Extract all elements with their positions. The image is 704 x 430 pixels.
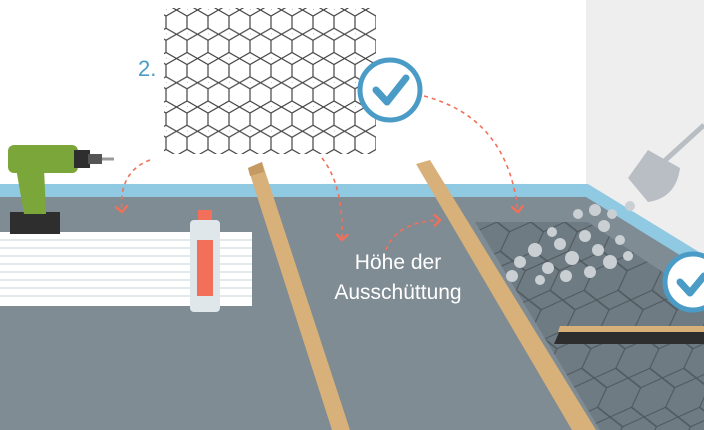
arrow-mesh-to-batten (321, 157, 342, 240)
arrows (122, 95, 518, 251)
fill-height-caption: Höhe der Ausschüttung (308, 248, 488, 308)
check-badge-icon-2 (662, 251, 704, 313)
batten-left-top (248, 162, 264, 176)
leveling-rail-top (558, 326, 704, 332)
leveling-rail (554, 330, 704, 344)
adhesive-bottle-icon (190, 210, 220, 312)
arrow-check-to-fill (423, 95, 518, 212)
check-badge-icon (357, 57, 423, 123)
batten-right (416, 160, 596, 430)
caption-line-1: Höhe der (354, 251, 442, 274)
step-number: 2. (138, 56, 157, 81)
drill-icon (8, 145, 114, 234)
arrow-mesh-to-floor (122, 159, 151, 212)
batten-left (248, 162, 350, 430)
shovel-icon (628, 123, 704, 202)
gravel-fill-icon (506, 201, 635, 285)
arrow-height-to-batten (385, 220, 440, 251)
caption-line-2: Ausschüttung (334, 281, 462, 304)
edge-insulation-strip (0, 184, 704, 270)
side-wall (586, 0, 704, 260)
hexagon-mesh-icon (164, 8, 376, 154)
